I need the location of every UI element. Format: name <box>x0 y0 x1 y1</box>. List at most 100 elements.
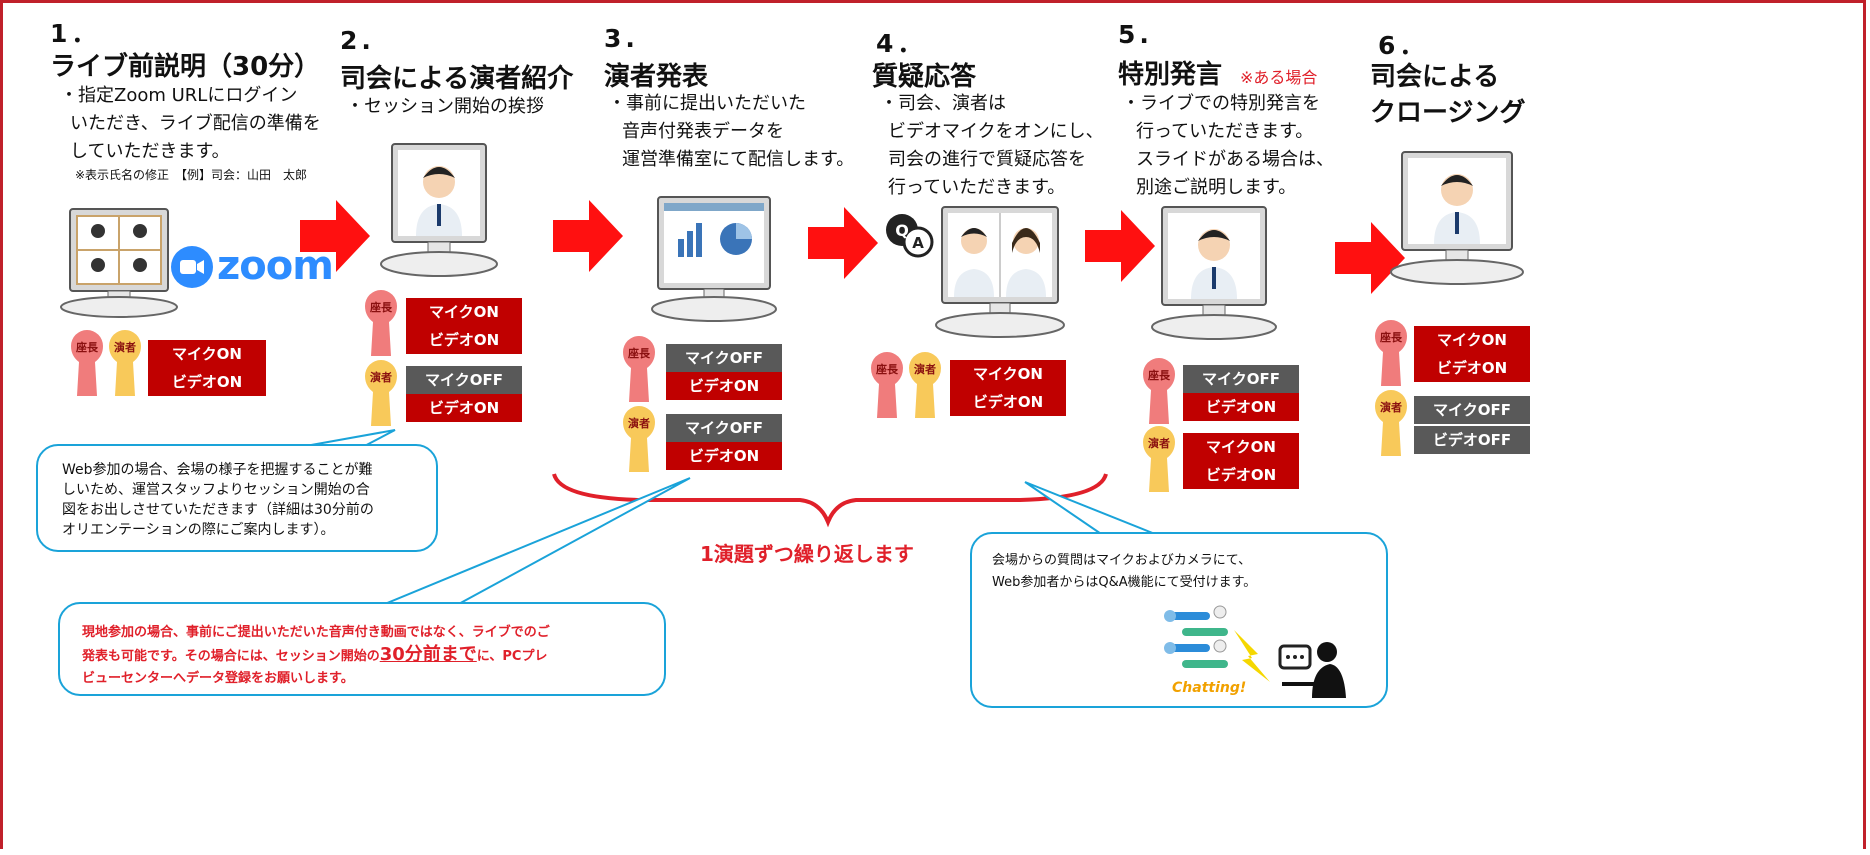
onsite-participation-text: 現地参加の場合、事前にご提出いただいた音声付き動画ではなく、ライブでのご 発表も… <box>82 622 550 690</box>
step-1-desc-line: ・指定Zoom URLにログイン <box>60 85 298 106</box>
step-5-desc-line: スライドがある場合は、 <box>1136 149 1334 170</box>
video-on-tag: ビデオON <box>406 326 522 354</box>
step-3-desc: ・事前に提出いただいた 音声付発表データを 運営準備室にて配信します。 <box>608 90 854 174</box>
repeat-brace <box>552 473 1108 528</box>
qa-monitor-illustration <box>935 206 1065 338</box>
step-6-number: 6． <box>1378 31 1429 60</box>
onsite-participation-bubble: 現地参加の場合、事前にご提出いただいた音声付き動画ではなく、ライブでのご 発表も… <box>58 602 666 696</box>
step-5-desc-line: 行っていただきます。 <box>1136 121 1314 142</box>
step-2-desc: ・セッション開始の挨拶 <box>346 96 544 117</box>
chair-role-icon: 座長 <box>871 352 903 418</box>
bubble-line: Web参加者からはQ&A機能にて受付けます。 <box>992 575 1257 590</box>
role-label: 演者 <box>1380 400 1402 414</box>
role-label: 演者 <box>628 416 650 430</box>
role-label: 演者 <box>914 362 936 376</box>
mic-off-tag: マイクOFF <box>406 366 522 394</box>
mic-off-tag: マイクOFF <box>666 344 782 372</box>
chatting-label: Chatting! <box>1172 680 1246 696</box>
step-4-desc-line: ビデオマイクをオンにし、 <box>888 121 1104 142</box>
mic-on-tag: マイクON <box>1183 433 1299 461</box>
step-1-note: ※表示氏名の修正 【例】司会：山田 太郎 <box>75 168 308 182</box>
step-6-title-line-1: 司会による <box>1370 62 1500 92</box>
video-on-tag: ビデオON <box>406 394 522 422</box>
step-2-title: 司会による演者紹介 <box>340 64 574 94</box>
step-4-desc-line: ・司会、演者は <box>880 93 1006 114</box>
arrow-icon <box>808 207 878 279</box>
speaker-role-icon: 演者 <box>909 352 941 418</box>
bubble-line: オリエンテーションの際にご案内します）。 <box>62 522 335 538</box>
bubble-line: 発表も可能です。その場合には、セッション開始の30分前までに、PCプレ <box>82 644 550 668</box>
step-1-desc-line: していただきます。 <box>70 141 230 162</box>
chatting-illustration: Chatting! <box>1164 605 1346 698</box>
bubble-text-segment: に、PCプレ <box>476 649 548 664</box>
video-on-tag: ビデオON <box>1414 354 1530 382</box>
arrow-icon <box>553 200 623 272</box>
role-label: 演者 <box>114 340 136 354</box>
step-4-desc-line: 司会の進行で質疑応答を <box>888 149 1086 170</box>
step-5-title-note: ※ある場合 <box>1240 68 1318 87</box>
step-3-number: 3. <box>604 24 639 53</box>
mic-off-tag: マイクOFF <box>666 414 782 442</box>
deadline-emphasis: 30分前まで <box>379 644 477 665</box>
role-label: 座長 <box>1379 330 1403 344</box>
video-on-tag: ビデオON <box>666 372 782 400</box>
bubble-line: しいため、運営スタッフよりセッション開始の合 <box>62 482 370 498</box>
step-3-desc-line: 音声付発表データを <box>622 121 784 142</box>
video-on-tag: ビデオON <box>148 368 266 396</box>
chair-role-icon: 座長 <box>1143 358 1175 424</box>
qa-info-text: 会場からの質問はマイクおよびカメラにて、 Web参加者からはQ&A機能にて受付け… <box>992 550 1256 594</box>
role-label: 座長 <box>369 300 393 314</box>
step-2-number: 2. <box>340 26 375 55</box>
arrow-icon <box>1085 210 1155 282</box>
video-on-tag: ビデオON <box>1183 393 1299 421</box>
video-on-tag: ビデオON <box>1183 461 1299 489</box>
step-6-title-line-2: クロージング <box>1370 98 1526 128</box>
mic-off-tag: マイクOFF <box>1183 365 1299 393</box>
a-letter: A <box>912 234 924 252</box>
mic-on-tag: マイクON <box>950 360 1066 388</box>
mic-on-tag: マイクON <box>406 298 522 326</box>
role-label: 座長 <box>1147 368 1171 382</box>
bubble-line: 会場からの質問はマイクおよびカメラにて、 <box>992 553 1252 568</box>
step-4-title: 質疑応答 <box>872 62 977 92</box>
video-off-tag: ビデオOFF <box>1414 426 1530 454</box>
arrow-icon <box>1335 222 1405 294</box>
step-4-number: 4． <box>876 29 927 58</box>
zoom-camera-icon <box>171 246 213 288</box>
role-label: 演者 <box>1148 436 1170 450</box>
chair-role-icon: 座長 <box>623 336 655 402</box>
video-on-tag: ビデオON <box>950 388 1066 416</box>
step-1-number: 1． <box>50 19 101 48</box>
bubble-text-segment: 発表も可能です。その場合には、セッション開始の <box>82 649 380 664</box>
step-3-title: 演者発表 <box>604 62 709 92</box>
mic-off-tag: マイクOFF <box>1414 396 1530 424</box>
bubble-line: ビューセンターへデータ登録をお願いします。 <box>82 671 354 686</box>
step-5-title: 特別発言 <box>1118 60 1223 90</box>
step-1-desc-line: いただき、ライブ配信の準備を <box>70 113 321 134</box>
arrow-icon <box>300 200 370 272</box>
role-label: 座長 <box>875 362 899 376</box>
chair-role-icon: 座長 <box>1375 320 1407 386</box>
speaker-role-icon: 演者 <box>1375 390 1407 456</box>
presenter-monitor-illustration <box>380 143 498 277</box>
speaker-role-icon: 演者 <box>109 330 141 396</box>
step-1-title: ライブ前説明（30分） <box>50 52 321 82</box>
qa-info-bubble: 会場からの質問はマイクおよびカメラにて、 Web参加者からはQ&A機能にて受付け… <box>970 532 1388 708</box>
speaker-role-icon: 演者 <box>1143 426 1175 492</box>
web-participation-bubble: Web参加の場合、会場の様子を把握することが難 しいため、運営スタッフよりセッシ… <box>36 444 438 552</box>
step-1-desc: ・指定Zoom URLにログイン いただき、ライブ配信の準備を していただきます… <box>60 82 321 166</box>
q-letter: Q <box>895 221 909 240</box>
mic-on-tag: マイクON <box>148 340 266 368</box>
role-label: 座長 <box>75 340 99 354</box>
mic-on-tag: マイクON <box>1414 326 1530 354</box>
step-3-desc-line: 運営準備室にて配信します。 <box>622 149 855 170</box>
role-label: 座長 <box>627 346 651 360</box>
bubble-line: 現地参加の場合、事前にご提出いただいた音声付き動画ではなく、ライブでのご <box>82 625 550 640</box>
speaker-role-icon: 演者 <box>623 406 655 472</box>
speaker-role-icon: 演者 <box>365 360 397 426</box>
bubble-line: Web参加の場合、会場の様子を把握することが難 <box>62 462 373 478</box>
slide-monitor-illustration <box>651 196 777 322</box>
step-5-desc-line: ・ライブでの特別発言を <box>1122 93 1320 114</box>
